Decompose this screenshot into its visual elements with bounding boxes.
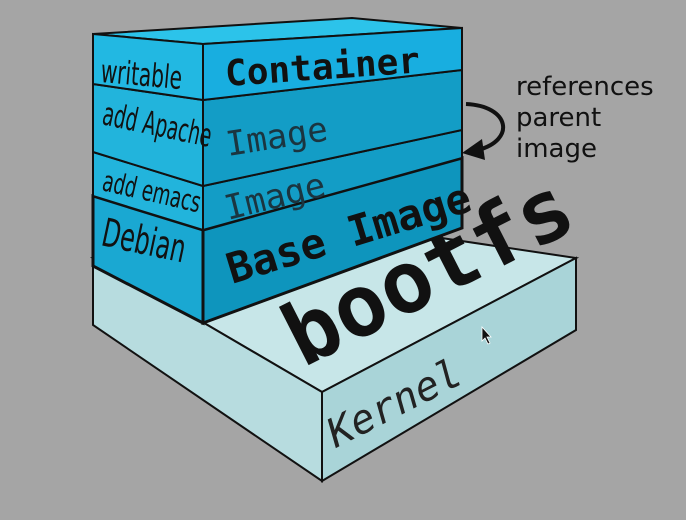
layer-apache: add Apache Image: [92, 68, 463, 188]
layer-debian: Debian Base Image: [91, 156, 477, 326]
curved-arrow-icon: [465, 102, 506, 152]
parent-reference-annotation: references parent image: [462, 72, 654, 164]
arrowhead-icon: [462, 139, 485, 160]
annotation-line-2: parent: [516, 103, 601, 133]
mouse-cursor-icon: [481, 325, 492, 345]
kernel-right-face: [321, 256, 577, 483]
annotation-line-3: image: [516, 134, 597, 164]
container-side-label: writable: [99, 52, 183, 97]
container-front-face: [202, 26, 463, 102]
annotation-line-1: references: [516, 72, 654, 102]
